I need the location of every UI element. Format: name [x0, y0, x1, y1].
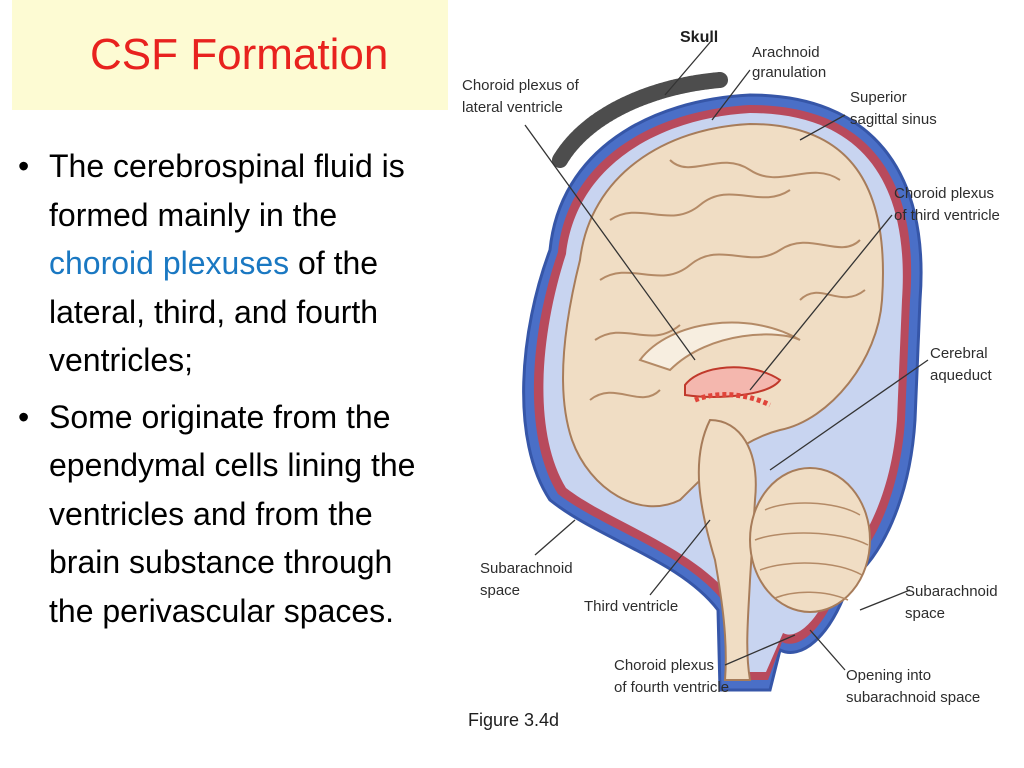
- bullet-text-before: The cerebrospinal fluid is formed mainly…: [49, 148, 405, 233]
- corpus-callosum: [638, 321, 801, 372]
- cerebrum: [562, 122, 884, 508]
- bullet-marker: •: [18, 398, 30, 435]
- label-choroid-lateral-2: lateral ventricle: [462, 99, 563, 116]
- cerebellum: [749, 467, 871, 613]
- label-choroid-third-1: Choroid plexus: [894, 185, 994, 202]
- label-choroid-fourth-1: Choroid plexus: [614, 657, 714, 674]
- label-subarachnoid-right-1: Subarachnoid: [905, 583, 998, 600]
- label-arachnoid-2: granulation: [752, 64, 826, 81]
- bullet-item-formation: • The cerebrospinal fluid is formed mainl…: [18, 142, 438, 385]
- bullet-text: Some originate from the ependymal cells …: [49, 398, 416, 629]
- label-subarachnoid-right-2: space: [905, 605, 945, 622]
- brain-illustration: Skull Arachnoid granulation Choroid plex…: [462, 29, 1000, 730]
- brain-csf-figure: Skull Arachnoid granulation Choroid plex…: [450, 0, 1010, 745]
- label-opening-1: Opening into: [846, 667, 931, 684]
- label-skull: Skull: [680, 29, 718, 46]
- label-choroid-fourth-2: of fourth ventricle: [614, 679, 729, 696]
- figure-caption: Figure 3.4d: [468, 710, 559, 730]
- label-aqueduct-1: Cerebral: [930, 345, 988, 362]
- label-arachnoid-1: Arachnoid: [752, 44, 820, 61]
- highlight-choroid-plexuses: choroid plexuses: [49, 245, 290, 281]
- label-subarachnoid-left-1: Subarachnoid: [480, 560, 573, 577]
- label-third-ventricle: Third ventricle: [584, 598, 678, 615]
- label-choroid-lateral-1: Choroid plexus of: [462, 77, 580, 94]
- cerebellum-folia: [754, 502, 869, 601]
- label-choroid-third-2: of third ventricle: [894, 207, 1000, 224]
- gyri-folds: [589, 159, 866, 401]
- skull-fragment: [552, 72, 728, 168]
- label-opening-2: subarachnoid space: [846, 689, 980, 706]
- label-superior-sinus-1: Superior: [850, 89, 907, 106]
- label-subarachnoid-left-2: space: [480, 582, 520, 599]
- leader-lines: [524, 39, 929, 671]
- bullet-text-after: of the lateral, third, and fourth ventri…: [49, 245, 379, 378]
- label-superior-sinus-2: sagittal sinus: [850, 111, 937, 128]
- brainstem: [697, 418, 757, 681]
- bullet-item-origin: • Some originate from the ependymal cells…: [18, 393, 438, 636]
- label-aqueduct-2: aqueduct: [930, 367, 993, 384]
- title-banner: CSF Formation: [12, 0, 448, 110]
- bullet-list: • The cerebrospinal fluid is formed mainl…: [18, 142, 438, 643]
- bullet-marker: •: [18, 148, 30, 184]
- choroid-plexus-third: [694, 392, 772, 408]
- slide-title: CSF Formation: [90, 30, 389, 79]
